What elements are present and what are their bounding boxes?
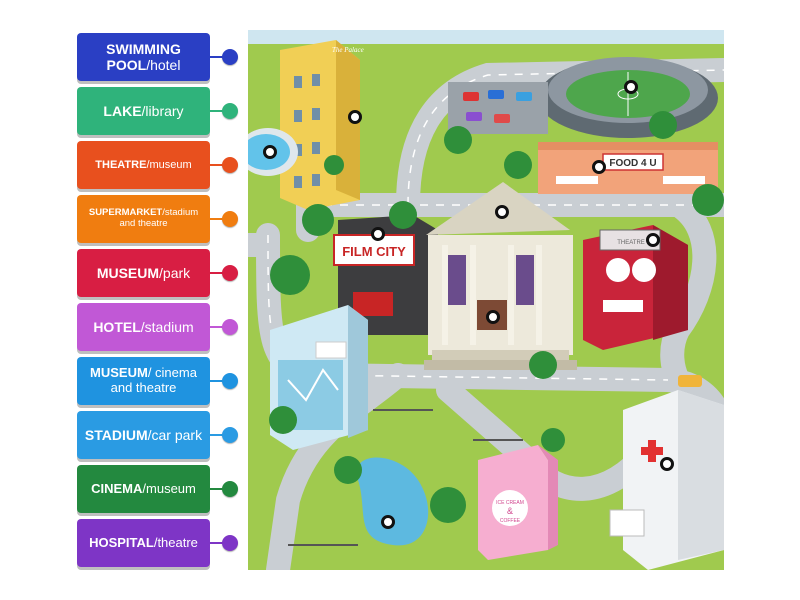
palace-sign: The Palace: [332, 46, 364, 54]
connector-knob[interactable]: [222, 481, 238, 497]
city-map-illustration: The Palace FOOD 4 U FILM CITY THEATRE: [236, 30, 736, 582]
label-stadium-car-park[interactable]: STADIUM/car park: [77, 411, 210, 459]
ice-cream-sign-line-2: COFFEE: [500, 518, 521, 524]
connector-line: [210, 110, 228, 112]
label-hospital-theatre[interactable]: HOSPITAL/theatre: [77, 519, 210, 567]
connector-line: [210, 164, 228, 166]
city-map: The Palace FOOD 4 U FILM CITY THEATRE: [236, 30, 736, 582]
connector-knob[interactable]: [222, 49, 238, 65]
connector-line: [210, 218, 228, 220]
food-4-u-sign: FOOD 4 U: [609, 158, 656, 169]
connector-knob[interactable]: [222, 535, 238, 551]
map-hotspot-hotel[interactable]: [348, 110, 362, 124]
connector-knob[interactable]: [222, 157, 238, 173]
map-hotspot-stadium[interactable]: [624, 80, 638, 94]
connector-line: [210, 434, 228, 436]
film-city-sign: FILM CITY: [342, 244, 406, 259]
connector-line: [210, 380, 228, 382]
label-theatre-museum[interactable]: THEATRE/museum: [77, 141, 210, 189]
map-hotspot-museum[interactable]: [486, 310, 500, 324]
connector-line: [210, 56, 228, 58]
connector-knob[interactable]: [222, 211, 238, 227]
connector-line: [210, 488, 228, 490]
label-hotel-stadium[interactable]: HOTEL/stadium: [77, 303, 210, 351]
connector-knob[interactable]: [222, 373, 238, 389]
ice-cream-sign-line-1: ICE CREAM: [496, 500, 524, 506]
theatre-sign: THEATRE: [617, 240, 645, 246]
label-cinema-museum[interactable]: CINEMA/museum: [77, 465, 210, 513]
map-hotspot-theatre[interactable]: [646, 233, 660, 247]
connector-knob[interactable]: [222, 265, 238, 281]
connector-line: [210, 272, 228, 274]
label-swimming-pool-hotel[interactable]: SWIMMING POOL/hotel: [77, 33, 210, 81]
label-museum-park[interactable]: MUSEUM/park: [77, 249, 210, 297]
map-hotspot-hospital[interactable]: [660, 457, 674, 471]
label-supermarket-stadium-theatre[interactable]: SUPERMARKET/stadium and theatre: [77, 195, 210, 243]
connector-knob[interactable]: [222, 319, 238, 335]
ice-cream-sign-ampersand: &: [507, 506, 513, 516]
map-hotspot-lake[interactable]: [381, 515, 395, 529]
map-hotspot-supermarket[interactable]: [592, 160, 606, 174]
label-lake-library[interactable]: LAKE/library: [77, 87, 210, 135]
connector-knob[interactable]: [222, 427, 238, 443]
map-hotspot-swimming-pool[interactable]: [263, 145, 277, 159]
connector-line: [210, 542, 228, 544]
connector-line: [210, 326, 228, 328]
label-museum-cinema-theatre[interactable]: MUSEUM/ cinema and theatre: [77, 357, 210, 405]
map-hotspot-museum-roof[interactable]: [495, 205, 509, 219]
connector-knob[interactable]: [222, 103, 238, 119]
map-hotspot-cinema[interactable]: [371, 227, 385, 241]
